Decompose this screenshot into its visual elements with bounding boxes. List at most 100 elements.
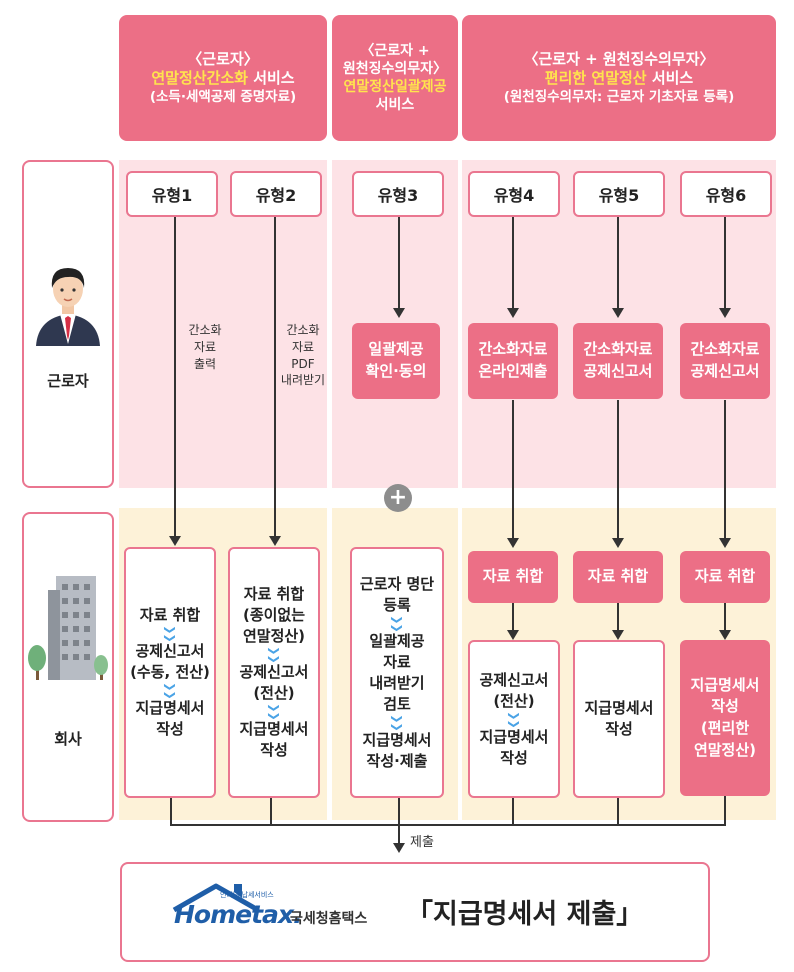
arrow-type3 — [393, 308, 405, 318]
header-simplified-service: 〈근로자〉 연말정산간소화 서비스 (소득·세액공제 증명자료) — [119, 15, 327, 141]
type1-company-box: 자료 취합 ❯❯ 공제신고서 (수동, 전산) ❯❯ 지급명세서 작성 — [124, 547, 216, 798]
header-bulk-service: 〈근로자 + 원천징수의무자〉 연말정산일괄제공 서비스 — [332, 15, 458, 141]
flow-line-type4-a — [512, 213, 514, 309]
arrow-type5-c — [612, 630, 624, 640]
header-convenient-service: 〈근로자 + 원천징수의무자〉 편리한 연말정산 서비스 (원천징수의무자: 근… — [462, 15, 776, 141]
header1-line1: 〈근로자〉 — [187, 49, 259, 68]
type3-company-box: 근로자 명단 등록 ❯❯ 일괄제공 자료 내려받기 검토 ❯❯ 지급명세서 작성… — [350, 547, 444, 798]
collect-line-4 — [512, 796, 514, 826]
header1-line3: (소득·세액공제 증명자료) — [149, 88, 297, 105]
type2-step2: 공제신고서 (전산) — [239, 663, 309, 702]
collect-line-5 — [617, 796, 619, 826]
type2-step1: 자료 취합 (종이없는 연말정산) — [242, 585, 306, 645]
header3-rest: 서비스 — [646, 69, 694, 88]
flow-line-type2 — [274, 213, 276, 539]
type2-box: 유형2 — [230, 171, 322, 217]
hometax-logo-icon — [172, 883, 260, 913]
arrow-type4-a — [507, 308, 519, 318]
type6-worker-step: 간소화자료 공제신고서 — [680, 323, 770, 399]
arrow-type6-a — [719, 308, 731, 318]
header3-line1: 〈근로자 + 원천징수의무자〉 — [523, 49, 715, 68]
logo-small-text: 인터넷 납세서비스 — [220, 891, 274, 899]
type5-company-box: 지급명세서 작성 — [573, 640, 665, 798]
arrow-type5-b — [612, 538, 624, 548]
row-company: 회사 — [22, 512, 114, 822]
header1-rest: 서비스 — [247, 69, 295, 88]
type1-box: 유형1 — [126, 171, 218, 217]
type4-step2: 지급명세서 작성 — [479, 727, 549, 767]
arrow-type2 — [269, 536, 281, 546]
chevron-down-icon: ❯❯ — [390, 713, 404, 731]
arrow-type6-c — [719, 630, 731, 640]
type3-step2: 일괄제공 자료 내려받기 검토 — [369, 631, 425, 713]
header3-line3: (원천징수의무자: 근로자 기초자료 등록) — [503, 88, 735, 105]
header1-line2: 연말정산간소화 서비스 — [151, 69, 294, 89]
collect-line-2 — [270, 796, 272, 826]
type2-company-box: 자료 취합 (종이없는 연말정산) ❯❯ 공제신고서 (전산) ❯❯ 지급명세서… — [228, 547, 320, 798]
header2-highlight: 연말정산일괄제공 — [343, 79, 447, 95]
type4-worker-step: 간소화자료 온라인제출 — [468, 323, 558, 399]
chevron-down-icon: ❯❯ — [390, 614, 404, 632]
collect-line-horizontal — [170, 824, 726, 826]
worker-avatar-icon — [36, 268, 100, 346]
header3-line2: 편리한 연말정산 서비스 — [545, 69, 693, 89]
arrow-type4-b — [507, 538, 519, 548]
type3-worker-step: 일괄제공 확인·동의 — [352, 323, 440, 399]
arrow-type5-a — [612, 308, 624, 318]
chevron-down-icon: ❯❯ — [507, 710, 521, 728]
flow-line-type6-c — [724, 603, 726, 633]
type1-step1: 자료 취합 — [139, 606, 201, 624]
row-company-label: 회사 — [54, 730, 82, 748]
type6-collect: 자료 취합 — [680, 551, 770, 603]
flow-line-type5-a — [617, 213, 619, 309]
type4-company-box: 공제신고서 (전산) ❯❯ 지급명세서 작성 — [468, 640, 560, 798]
header3-highlight: 편리한 연말정산 — [544, 69, 647, 88]
type3-step3: 지급명세서 작성·제출 — [362, 730, 432, 770]
flow-line-type5-c — [617, 603, 619, 633]
chevron-down-icon: ❯❯ — [163, 625, 177, 642]
type2-step3: 지급명세서 작성 — [239, 720, 309, 759]
type1-step3: 지급명세서 작성 — [135, 699, 205, 738]
flow-line-type4-b — [512, 400, 514, 540]
footer-box: 인터넷 납세서비스 Hometax. 국세청홈택스 「지급명세서 제출」 — [120, 862, 710, 962]
arrow-type6-b — [719, 538, 731, 548]
collect-line-6 — [724, 796, 726, 826]
flow-line-type6-a — [724, 213, 726, 309]
chevron-down-icon: ❯❯ — [267, 646, 281, 663]
plus-icon: + — [384, 484, 412, 512]
flow-line-type1 — [174, 213, 176, 539]
type5-box: 유형5 — [573, 171, 665, 217]
header2-line1: 〈근로자 + — [360, 42, 430, 59]
row-worker-label: 근로자 — [47, 372, 89, 390]
type3-step1: 근로자 명단 등록 — [359, 574, 435, 614]
type4-collect: 자료 취합 — [468, 551, 558, 603]
note-type1: 간소화 자료 출력 — [188, 323, 222, 371]
submit-line — [398, 796, 400, 844]
type6-box: 유형6 — [680, 171, 772, 217]
logo-main-text: Hometax. — [174, 900, 303, 929]
collect-line-1 — [170, 796, 172, 826]
logo-org-text: 국세청홈택스 — [290, 911, 368, 927]
flow-line-type5-b — [617, 400, 619, 540]
header2-line4: 서비스 — [375, 97, 415, 114]
header2-line2: 원천징수의무자〉 — [342, 60, 448, 77]
type4-step1: 공제신고서 (전산) — [479, 670, 549, 710]
type4-box: 유형4 — [468, 171, 560, 217]
flow-line-type6-b — [724, 400, 726, 540]
chevron-down-icon: ❯❯ — [267, 703, 281, 720]
row-worker: 근로자 — [22, 160, 114, 488]
flow-line-type4-c — [512, 603, 514, 633]
header1-highlight: 연말정산간소화 — [151, 69, 248, 88]
type6-company-box: 지급명세서 작성 (편리한 연말정산) — [680, 640, 770, 796]
building-icon — [28, 576, 108, 680]
arrow-type4-c — [507, 630, 519, 640]
note-type2: 간소화 자료 PDF 내려받기 — [280, 323, 326, 388]
type3-box: 유형3 — [352, 171, 444, 217]
arrow-type1 — [169, 536, 181, 546]
type5-worker-step: 간소화자료 공제신고서 — [573, 323, 663, 399]
type1-step2: 공제신고서 (수동, 전산) — [130, 642, 210, 681]
chevron-down-icon: ❯❯ — [163, 682, 177, 699]
submit-arrow — [393, 843, 405, 853]
footer-title: 「지급명세서 제출」 — [406, 899, 644, 930]
